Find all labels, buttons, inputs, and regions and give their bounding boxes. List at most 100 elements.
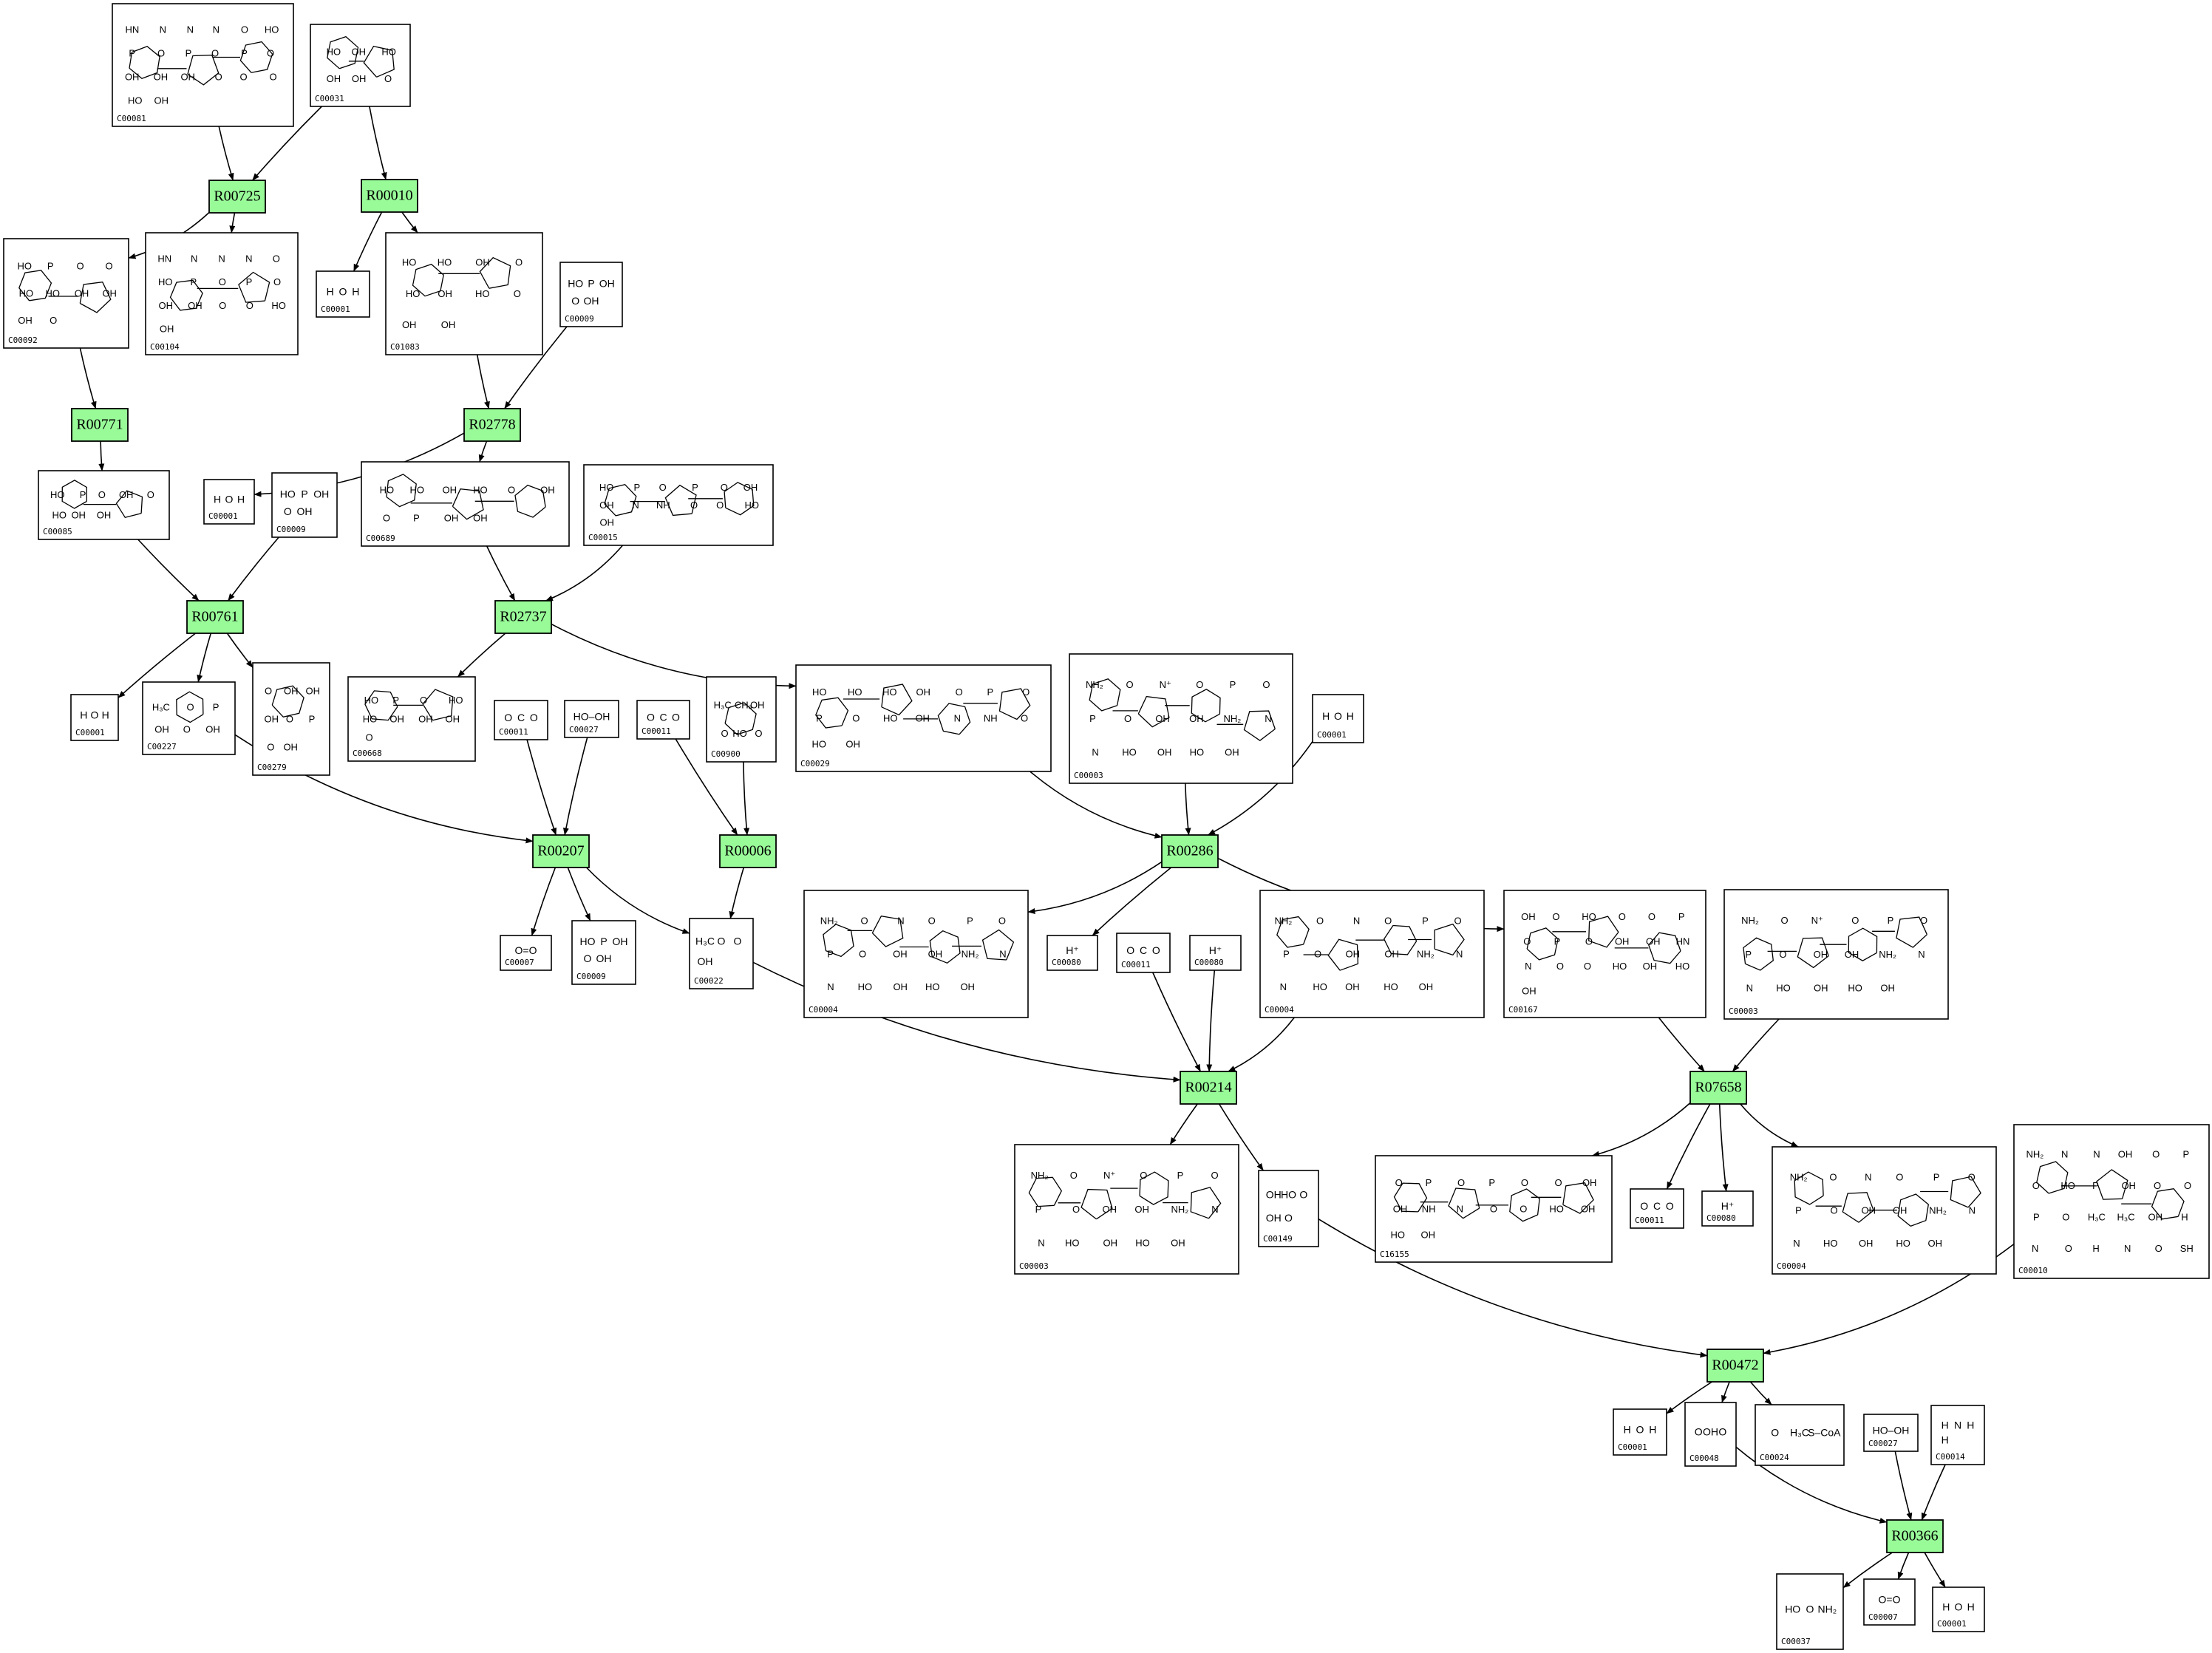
compound-box[interactable] [1047, 935, 1098, 971]
compound-box[interactable] [1503, 890, 1706, 1018]
reaction-box[interactable] [1886, 1519, 1944, 1553]
compound-box[interactable] [1930, 1405, 1985, 1465]
reaction-box[interactable] [361, 179, 418, 213]
reaction-R00207[interactable]: R00207 [532, 834, 590, 868]
compound-box[interactable] [559, 262, 623, 327]
compound-box[interactable] [2013, 1124, 2210, 1279]
reaction-R00725[interactable]: R00725 [208, 180, 266, 214]
reaction-box[interactable] [186, 600, 244, 634]
compound-box[interactable] [706, 676, 777, 763]
compound-box[interactable] [316, 270, 370, 318]
reaction-R00472[interactable]: R00472 [1706, 1349, 1764, 1383]
compound-box[interactable] [583, 464, 774, 546]
reaction-box[interactable] [208, 180, 266, 214]
compound-box[interactable] [385, 232, 543, 355]
reaction-R00010[interactable]: R00010 [361, 179, 418, 213]
compound-box[interactable] [803, 890, 1029, 1018]
compound-box[interactable] [1863, 1578, 1916, 1626]
reaction-box[interactable] [1180, 1071, 1237, 1105]
reaction-R02778[interactable]: R02778 [463, 408, 521, 442]
compound-box[interactable] [494, 700, 548, 740]
reaction-R00771[interactable]: R00771 [71, 408, 129, 442]
compound-box[interactable] [1258, 1170, 1319, 1247]
reaction-box[interactable] [1706, 1349, 1764, 1383]
compound-box[interactable] [70, 694, 119, 741]
reaction-R00214[interactable]: R00214 [1180, 1071, 1237, 1105]
reaction-R07658[interactable]: R07658 [1689, 1071, 1747, 1105]
reaction-R00761[interactable]: R00761 [186, 600, 244, 634]
reaction-box[interactable] [532, 834, 590, 868]
compound-box[interactable] [347, 676, 476, 762]
reaction-box[interactable] [71, 408, 129, 442]
compound-box[interactable] [1116, 933, 1171, 973]
reaction-R00366[interactable]: R00366 [1886, 1519, 1944, 1553]
compound-box[interactable] [1014, 1144, 1239, 1275]
compound-box[interactable] [500, 935, 552, 971]
reaction-R00006[interactable]: R00006 [719, 834, 777, 868]
compound-box[interactable] [145, 232, 299, 355]
reaction-R02737[interactable]: R02737 [494, 600, 552, 634]
compound-C00080[interactable]: H⁺C00080 [1047, 935, 1098, 971]
compound-box[interactable] [1755, 1404, 1845, 1466]
compound-box[interactable] [636, 700, 690, 740]
compound-box[interactable] [571, 920, 636, 985]
compound-box[interactable] [1932, 1586, 1985, 1632]
compound-box[interactable] [1630, 1188, 1684, 1229]
compound-box[interactable] [1684, 1402, 1737, 1467]
compound-box[interactable] [252, 662, 330, 776]
compound-box[interactable] [1375, 1155, 1613, 1263]
compound-box[interactable] [1723, 889, 1949, 1020]
compound-box[interactable] [1613, 1408, 1667, 1456]
compound-box[interactable] [203, 479, 255, 525]
compound-box[interactable] [1069, 653, 1293, 784]
compound-box[interactable] [1863, 1414, 1919, 1452]
compound-box[interactable] [38, 470, 170, 540]
reaction-box[interactable] [719, 834, 777, 868]
reaction-box[interactable] [463, 408, 521, 442]
compound-box[interactable] [142, 681, 236, 755]
compound-box[interactable] [1701, 1190, 1754, 1227]
